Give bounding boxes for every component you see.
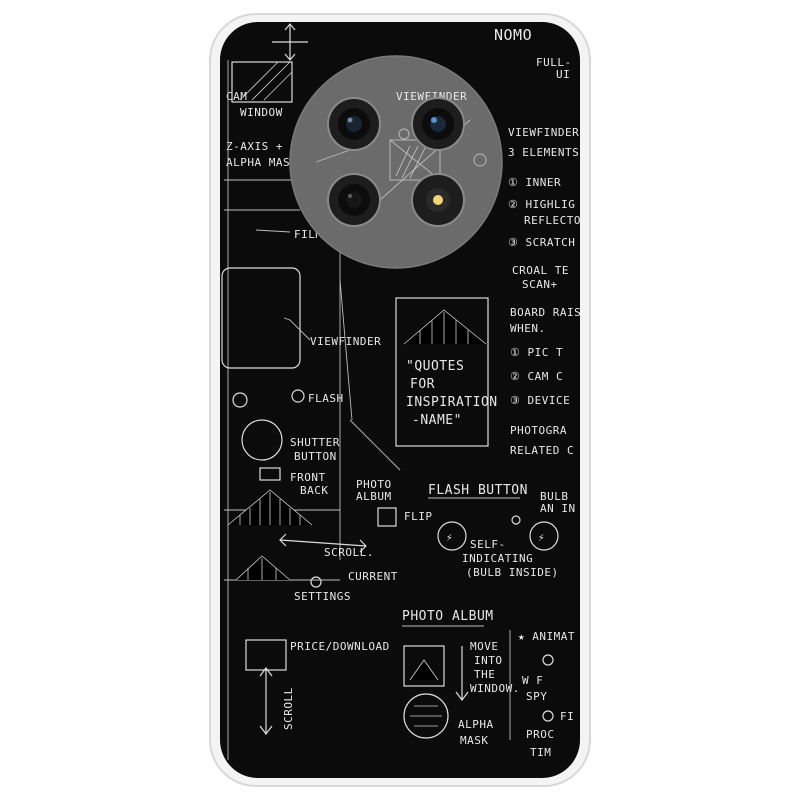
scan-label: SCAN+ (522, 278, 558, 291)
scroll-mid-label: SCROLL. (324, 546, 374, 559)
settings-label: SETTINGS (294, 590, 351, 603)
cam-label: ② CAM C (510, 370, 563, 383)
current-label: CURRENT (348, 570, 398, 583)
flip-label: FLIP (404, 510, 433, 523)
highlight-label: ② HIGHLIG (508, 198, 575, 211)
lens-top-left (327, 97, 381, 151)
spy-label: SPY (526, 690, 547, 703)
nomo-label: NOMO (494, 26, 532, 44)
alpha-mask-top-label: ALPHA MASK (226, 156, 297, 169)
fi-label: FI (560, 710, 574, 723)
price-download-label: PRICE/DOWNLOAD (290, 640, 390, 653)
camera-module: VIEWFINDER (289, 55, 503, 269)
device-label: ③ DEVICE (510, 394, 570, 407)
svg-text:⚡: ⚡ (446, 531, 453, 544)
tim-label: TIM (530, 746, 551, 759)
crow-text-label: CROAL TE (512, 264, 569, 277)
proc-label: PROC (526, 728, 555, 741)
self-label-1: SELF- (470, 538, 506, 551)
back-label: BACK (300, 484, 329, 497)
move-label-4: WINDOW. (470, 682, 520, 695)
lens-bottom-left (327, 173, 381, 227)
bulb-label-1: BULB (540, 490, 569, 503)
photograph-label: PHOTOGRA (510, 424, 567, 437)
photo-album-title: PHOTO ALBUM (402, 609, 494, 624)
move-label-2: INTO (474, 654, 503, 667)
flash-label: FLASH (308, 392, 344, 405)
flash-led (411, 173, 465, 227)
board-raise-label: BOARD RAIS (510, 306, 581, 319)
scratch-label: ③ SCRATCH (508, 236, 575, 249)
ui-label: UI (556, 68, 570, 81)
quotes-line-2: FOR (410, 377, 435, 392)
svg-text:⚡: ⚡ (538, 531, 545, 544)
when-label: WHEN. (510, 322, 546, 335)
animat-label: ★ ANIMAT (518, 630, 575, 643)
cam-window-label-1: CAM (226, 90, 247, 103)
inner-label: ① INNER (508, 176, 561, 189)
alpha-label-2: MASK (460, 734, 489, 747)
related-label: RELATED C (510, 444, 574, 457)
quotes-line-4: -NAME" (412, 413, 462, 428)
photo-album-label-1: PHOTO (356, 478, 392, 491)
shutter-label-2: BUTTON (294, 450, 337, 463)
photo-album-label-2: ALBUM (356, 490, 392, 503)
bulb-label-2: AN IN (540, 502, 576, 515)
flash-button-label: FLASH BUTTON (428, 483, 528, 498)
shutter-label-1: SHUTTER (290, 436, 340, 449)
cam-window-label-2: WINDOW (240, 106, 283, 119)
blueprint-sketch: CAM WINDOW Z-AXIS + GY ALPHA MASK FILM V… (221, 23, 581, 760)
alpha-label-1: ALPHA (458, 718, 494, 731)
lens-top-right (411, 97, 465, 151)
quotes-line-1: "QUOTES (406, 359, 464, 374)
reflector-label: REFLECTO (524, 214, 581, 227)
self-label-2: INDICATING (462, 552, 533, 565)
move-label-1: MOVE (470, 640, 499, 653)
zaxis-label: Z-AXIS + GY (226, 140, 304, 153)
scroll-vertical-label: SCROLL (282, 687, 295, 730)
front-label: FRONT (290, 471, 326, 484)
camera-disc (290, 56, 502, 268)
three-elements-label: 3 ELEMENTS (508, 146, 579, 159)
viewfinder-side-label: VIEWFINDER (508, 126, 579, 139)
quotes-line-3: INSPIRATION (406, 395, 498, 410)
self-label-3: (BULB INSIDE) (466, 566, 559, 579)
wf-label: W F (522, 674, 543, 687)
full-label: FULL- (536, 56, 572, 69)
pic-label: ① PIC T (510, 346, 563, 359)
move-label-3: THE (474, 668, 495, 681)
